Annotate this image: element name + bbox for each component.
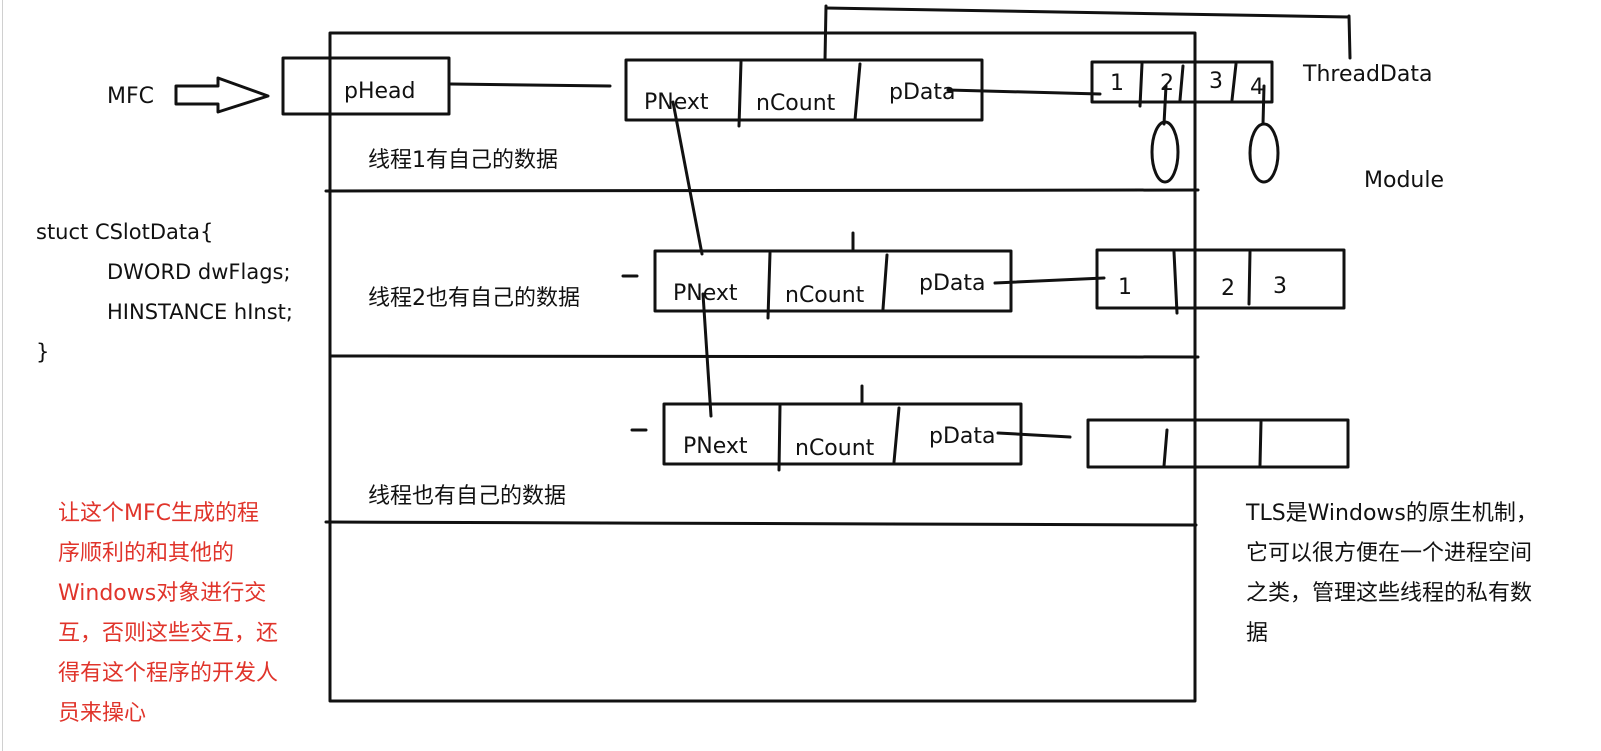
node-3-divider-b xyxy=(892,406,901,464)
thread-separator-3 xyxy=(324,520,1198,527)
array-1-divider-b xyxy=(1178,64,1185,102)
pnext-link-2-3 xyxy=(701,292,713,418)
thread-1-label: 线程1有自己的数据 xyxy=(368,148,558,173)
node-3-ncount: nCount xyxy=(795,436,875,461)
red-note-line-1: 让这个MFC生成的程 xyxy=(58,501,259,526)
tls-note-line-3: 之类，管理这些线程的私有数 xyxy=(1246,581,1533,606)
node-3-pdata: pData xyxy=(929,424,996,449)
node-2-divider-a xyxy=(766,251,772,320)
array-1-cell-1: 1 xyxy=(1110,71,1124,96)
code-line-1: stuct CSlotData{ xyxy=(36,220,214,244)
phead-box xyxy=(281,56,451,116)
array-1-cell-4: 4 xyxy=(1250,75,1264,100)
red-note-line-3: Windows对象进行交 xyxy=(58,581,267,606)
node-3-pnext: PNext xyxy=(683,434,748,459)
array-2-box xyxy=(1095,248,1346,310)
mfc-label: MFC xyxy=(107,84,154,109)
array-3-box xyxy=(1086,418,1350,469)
array-1-slot-4-marker xyxy=(1248,122,1280,184)
tls-note-line-2: 它可以很方便在一个进程空间 xyxy=(1246,541,1533,566)
phead-link xyxy=(449,82,612,88)
array-2-divider-b xyxy=(1247,250,1252,306)
red-note-line-4: 互，否则这些交互，还 xyxy=(58,621,279,646)
red-note-line-6: 员来操心 xyxy=(58,701,147,726)
threaddata-bracket-left xyxy=(823,4,828,62)
pdata-link-1 xyxy=(946,88,1102,96)
node-1-ncount: nCount xyxy=(756,91,836,116)
threaddata-bracket-right xyxy=(1347,14,1352,60)
thread-3-label: 线程也有自己的数据 xyxy=(368,484,567,509)
node-3-divider-a xyxy=(777,404,782,472)
red-note-line-2: 序顺利的和其他的 xyxy=(58,541,235,566)
array-2-cell-1: 1 xyxy=(1118,275,1132,300)
tls-note-line-4: 据 xyxy=(1246,621,1269,646)
array-1-cell-3: 3 xyxy=(1209,69,1223,94)
thread-separator-2 xyxy=(328,354,1200,359)
threaddata-bracket-top xyxy=(824,6,1350,19)
array-1-cell-2: 2 xyxy=(1160,71,1174,96)
array-2-divider-a xyxy=(1172,250,1179,315)
array-3-divider-b xyxy=(1258,420,1263,467)
array-1-divider-a xyxy=(1138,62,1144,108)
tls-note-line-1: TLS是Windows的原生机制， xyxy=(1246,501,1538,526)
node-2-ncount: nCount xyxy=(785,283,865,308)
mfc-arrow xyxy=(174,76,270,114)
array-1-divider-c xyxy=(1230,62,1238,102)
node-2-divider-b xyxy=(881,253,889,311)
module-outer-box xyxy=(328,31,1197,703)
pdata-link-3 xyxy=(996,431,1072,439)
node-2-pnext: PNext xyxy=(673,281,738,306)
left-edge-divider xyxy=(2,0,3,751)
thread-separator-1 xyxy=(324,188,1200,193)
node-1-divider-a xyxy=(737,60,743,128)
thread-2-label: 线程2也有自己的数据 xyxy=(368,286,580,311)
node-2-pdata: pData xyxy=(919,271,986,296)
array-2-cell-2: 2 xyxy=(1221,276,1235,301)
pnext-link-1-2 xyxy=(671,100,704,256)
module-label: Module xyxy=(1364,168,1444,193)
red-note-line-5: 得有这个程序的开发人 xyxy=(58,661,279,686)
node-1-divider-b xyxy=(853,62,862,122)
node-1-pnext: PNext xyxy=(644,90,709,115)
array-1-slot-2-marker xyxy=(1150,120,1180,184)
array-1-hook-2 xyxy=(1261,84,1266,126)
phead-label: pHead xyxy=(344,79,416,104)
threaddata-label: ThreadData xyxy=(1303,62,1433,87)
array-1-hook-1 xyxy=(1162,84,1168,126)
code-line-2: DWORD dwFlags; xyxy=(107,260,291,284)
pdata-link-2 xyxy=(993,276,1106,285)
array-2-cell-3: 3 xyxy=(1273,274,1287,299)
code-line-3: HINSTANCE hInst; xyxy=(107,300,293,324)
array-1-box xyxy=(1090,60,1274,104)
code-line-4: } xyxy=(36,340,50,364)
array-3-divider-a xyxy=(1162,428,1169,468)
node-1-pdata: pData xyxy=(889,80,956,105)
